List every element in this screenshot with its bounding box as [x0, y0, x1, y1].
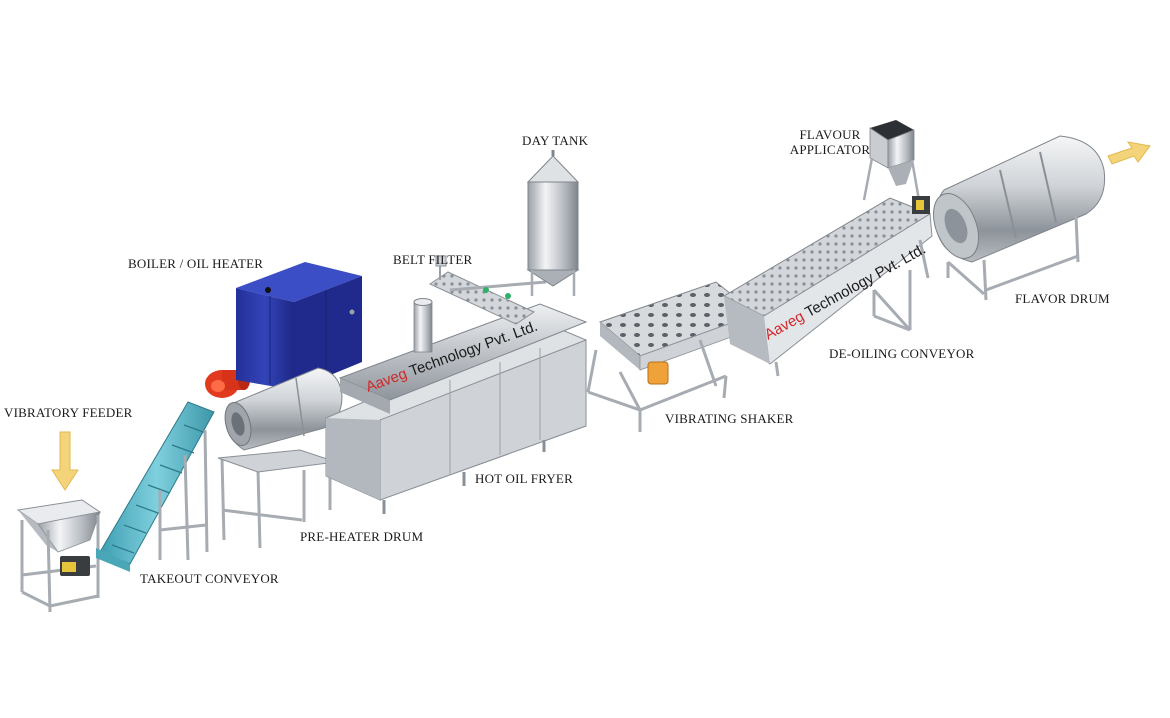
day-tank	[526, 150, 580, 296]
label-day-tank: DAY TANK	[522, 133, 589, 148]
boiler-oil-heater	[236, 262, 362, 390]
label-flavour-applicator-line2: APPLICATOR	[789, 142, 871, 157]
label-flavour-applicator: FLAVOUR APPLICATOR	[780, 127, 880, 157]
label-hot-oil-fryer: HOT OIL FRYER	[475, 471, 573, 486]
vibrating-shaker	[586, 281, 758, 432]
label-pre-heater-drum: PRE-HEATER DRUM	[300, 529, 424, 544]
label-vibratory-feeder: VIBRATORY FEEDER	[4, 405, 133, 420]
flavour-applicator	[862, 120, 930, 214]
feed-arrow-icon	[51, 431, 79, 491]
output-arrow-icon	[1107, 141, 1151, 165]
vibratory-feeder	[16, 431, 102, 613]
label-flavour-applicator-line1: FLAVOUR	[799, 127, 861, 142]
label-vibrating-shaker: VIBRATING SHAKER	[665, 411, 794, 426]
flavor-drum	[933, 135, 1151, 301]
label-flavor-drum: FLAVOR DRUM	[1015, 291, 1110, 306]
label-belt-filter: BELT FILTER	[393, 252, 473, 267]
hot-oil-fryer: Aaveg Technology Pvt. Ltd.	[325, 303, 588, 514]
belt-filter	[413, 255, 547, 353]
pre-heater-drum	[217, 367, 343, 549]
label-boiler-oil-heater: BOILER / OIL HEATER	[128, 256, 264, 271]
label-de-oiling-conveyor: DE-OILING CONVEYOR	[829, 346, 975, 361]
label-takeout-conveyor: TAKEOUT CONVEYOR	[140, 571, 279, 586]
takeout-conveyor	[96, 370, 250, 572]
